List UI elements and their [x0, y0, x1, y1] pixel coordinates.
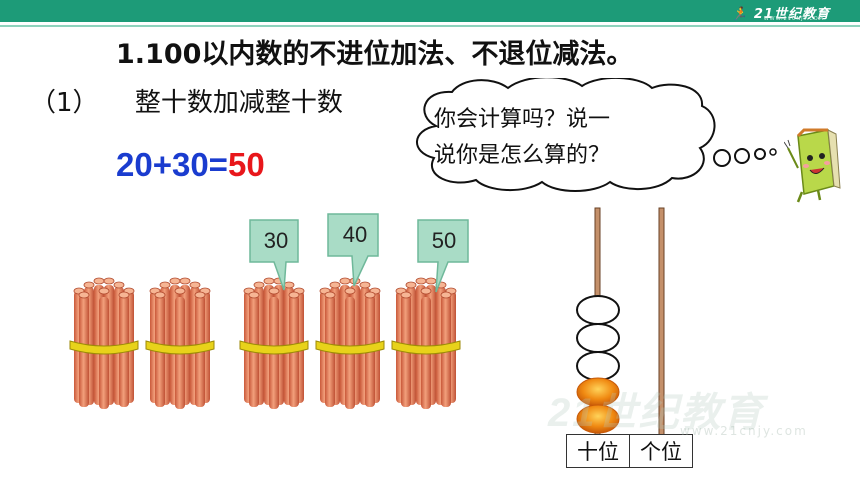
tens-place-label: 十位 — [566, 434, 630, 468]
bundle-tag-50: 50 — [431, 228, 457, 253]
section-number: （1） — [30, 88, 99, 118]
equation-expression: 20+30= — [116, 146, 228, 183]
callout-tag-shape — [327, 213, 379, 287]
thought-cloud — [416, 78, 777, 192]
bead-white — [576, 295, 620, 325]
abacus — [576, 207, 665, 437]
bead-white — [576, 351, 620, 381]
callout-tag-shape — [417, 219, 469, 293]
equation: 20+30=50 — [116, 146, 265, 184]
stick-bundle — [69, 277, 139, 410]
question-line-1: 你会计算吗？说一 — [434, 107, 611, 132]
section-heading: （1） 整十数加减整十数 — [30, 82, 343, 119]
header-bar — [0, 0, 860, 22]
section-heading-text: 整十数加减整十数 — [134, 88, 343, 118]
bead-orange — [576, 404, 620, 434]
thought-dot — [734, 148, 750, 164]
book-mascot-icon — [784, 128, 841, 203]
brand-logo-url: WWW.21CNJY.COM — [763, 16, 824, 22]
thought-dot — [769, 148, 777, 156]
stick-bundle — [145, 277, 215, 410]
brand-logo-text: 21世纪教育 — [753, 7, 830, 22]
callout-tags — [249, 213, 469, 293]
watermark: 21世纪教育 — [548, 391, 765, 435]
equation-result: 50 — [227, 146, 265, 183]
question-text: 你会计算吗？说一 说你是怎么算的？ — [434, 102, 694, 174]
bundle-tag-30: 30 — [263, 228, 289, 253]
header-accent-line — [0, 25, 860, 27]
thought-dot — [754, 148, 766, 160]
thought-dot — [713, 149, 731, 167]
question-line-2: 说你是怎么算的？ — [434, 143, 611, 168]
callout-tag-shape — [249, 219, 299, 291]
watermark-url: www.21cnjy.com — [680, 424, 808, 438]
header-divider — [0, 22, 860, 25]
bundle-tag-40: 40 — [342, 222, 368, 247]
brand-logo: 🏃 21世纪教育 — [731, 3, 830, 22]
bead-white — [576, 323, 620, 353]
ones-place-label: 个位 — [629, 434, 693, 468]
runner-icon: 🏃 — [731, 7, 749, 22]
slide-title: 1.100以内数的不进位加法、不退位减法。 — [116, 39, 634, 70]
